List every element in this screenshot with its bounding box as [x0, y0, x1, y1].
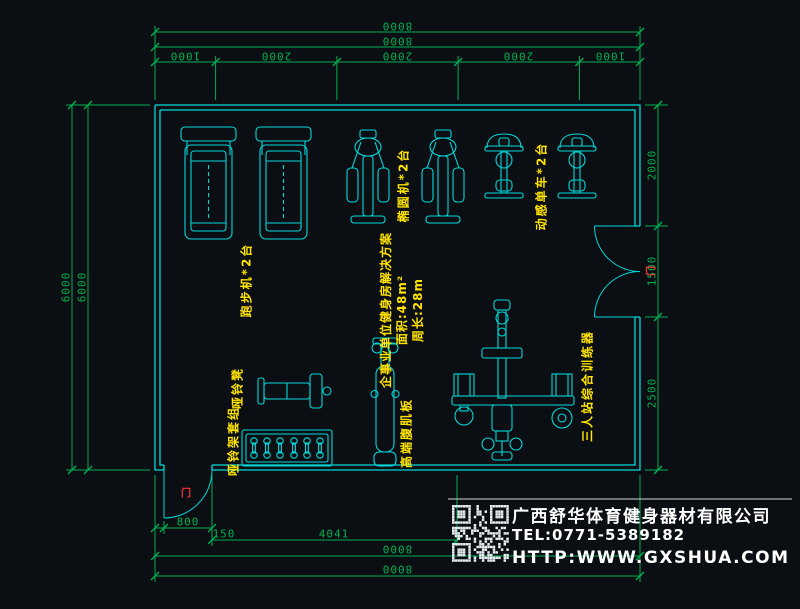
solution-note: 企事业单位健身房解决方案 面积:48m² 周长:28m [378, 232, 426, 388]
dim-top-2000-c: 2000 [502, 49, 534, 63]
dim-bottom-8000-a: 8000 [381, 542, 413, 556]
label-treadmill: 跑步机*2台 [239, 242, 254, 318]
solution-area: 面积:48m² [395, 274, 409, 346]
label-elliptical: 椭圆机*2台 [396, 147, 411, 223]
spin-bike-1 [484, 133, 524, 199]
dumbbell-rack-drawing [241, 429, 333, 467]
label-ab-board: 高端腹肌板 [399, 397, 414, 469]
dumbbell-bench-drawing [257, 373, 332, 409]
dim-right-2000: 2000 [645, 149, 659, 181]
door-label-bottom: 门 [181, 488, 191, 500]
company-name: 广西舒华体育健身器材有限公司 [512, 507, 771, 527]
label-dumbbell-bench: 哑铃凳 [230, 366, 245, 410]
elliptical-1 [346, 129, 390, 224]
door-label-right: 门 [646, 266, 658, 276]
dim-bottom-800: 800 [176, 515, 200, 529]
dim-top-8000-b: 8000 [381, 34, 413, 48]
dim-left-6000-a: 6000 [59, 271, 73, 303]
dim-top-1000-b: 1000 [594, 49, 626, 63]
dimension-lines [66, 26, 668, 582]
label-dumbbell-rack: 哑铃架套组 [226, 405, 241, 477]
multi-station-drawing [451, 299, 575, 461]
treadmill-1 [180, 126, 237, 240]
dim-top-2000-b: 2000 [381, 49, 413, 63]
qr-code [452, 505, 509, 562]
door-bottom [163, 469, 213, 519]
dim-bottom-150: 150 [212, 527, 236, 541]
door-right [594, 225, 641, 318]
solution-title: 企事业单位健身房解决方案 [379, 231, 393, 389]
label-spin-bike: 动感单车*2台 [534, 141, 549, 231]
company-phone: TEL:0771-5389182 [512, 526, 686, 544]
dim-bottom-4041: 4041 [318, 527, 350, 541]
dim-top-2000-a: 2000 [260, 49, 292, 63]
spin-bike-2 [557, 133, 597, 199]
treadmill-2 [255, 126, 312, 240]
dim-bottom-8000-b: 8000 [381, 562, 413, 576]
company-website: HTTP:WWW.GXSHUA.COM [512, 548, 790, 568]
elliptical-2 [421, 129, 465, 224]
label-multi-station: 三人站综合训练器 [580, 329, 595, 443]
dim-left-6000-b: 6000 [75, 271, 89, 303]
solution-perimeter: 周长:28m [411, 277, 425, 343]
dim-right-2500: 2500 [645, 377, 659, 409]
dim-top-1000-a: 1000 [169, 49, 201, 63]
dim-top-8000-a: 8000 [381, 19, 413, 33]
